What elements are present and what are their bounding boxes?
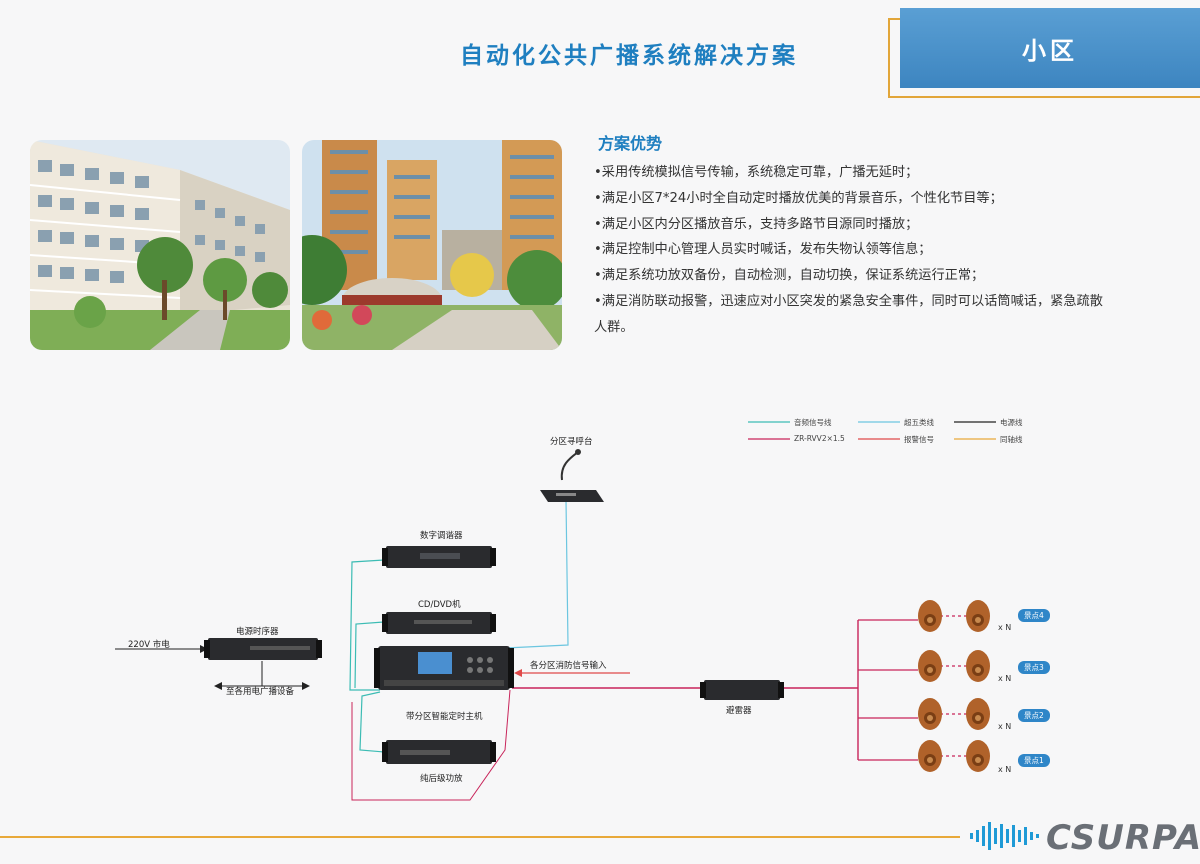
power-amplifier-device: [382, 740, 496, 764]
paging-label: 分区寻呼台: [550, 437, 593, 447]
photo-apartment-buildings: [30, 140, 290, 350]
amp-label: 纯后级功放: [420, 774, 463, 784]
photo-community-plaza: [302, 140, 562, 350]
zone-tag-2: 景点2: [1018, 709, 1050, 722]
lightning-label: 避雷器: [726, 706, 752, 716]
fire-arrow-icon: [514, 669, 522, 677]
amp-speaker-line: [351, 689, 511, 801]
advantage-item: •满足控制中心管理人员实时喊话，发布失物认领等信息；: [594, 242, 932, 258]
zone-tag-3: 景点3: [1018, 661, 1050, 674]
lightning-arrester-device: [700, 680, 784, 700]
amp-audio-line: [359, 691, 385, 753]
tuner-label: 数字调谐器: [420, 531, 463, 541]
fire-signal-label: 各分区消防信号输入: [530, 661, 607, 671]
advantage-item: •满足系统功放双备份，自动检测，自动切换，保证系统运行正常；: [594, 268, 985, 284]
zone-tag-4: 景点4: [1018, 609, 1050, 622]
legend-power-line: 电源线: [1000, 418, 1023, 427]
paging-cat5-line: [504, 499, 569, 649]
multiplier-zone-4: x N: [998, 623, 1012, 632]
legend-rvv-line: ZR-RVV2×1.5: [794, 434, 845, 443]
dvd-audio-line: [354, 621, 385, 689]
power-sequencer-device: [204, 638, 322, 660]
cd-dvd-player-device: [382, 612, 496, 634]
legend-swatches: [748, 421, 996, 440]
zone-tag-1: 景点1: [1018, 754, 1050, 767]
brand-logo: CSURPA: [1046, 818, 1200, 858]
advantages-title: 方案优势: [598, 134, 663, 153]
legend-alarm-line: 报警信号: [904, 435, 934, 444]
advantage-item: •满足消防联动报警，迅速应对小区突发的紧急安全事件，同时可以话筒喊话，紧急疏散人…: [594, 293, 1103, 335]
page-title: 自动化公共广播系统解决方案: [460, 43, 798, 69]
dvd-label: CD/DVD机: [418, 600, 461, 610]
advantages-list: •采用传统模拟信号传输，系统稳定可靠，广播无延时； •满足小区7*24小时全自动…: [594, 160, 1104, 341]
zone-timer-host-device: [374, 646, 514, 690]
multiplier-zone-2: x N: [998, 722, 1012, 731]
mains-label: 220V 市电: [128, 640, 170, 650]
legend-audio-line: 音频信号线: [794, 418, 832, 427]
sound-wave-icon: [970, 822, 1039, 850]
advantage-item: •满足小区7*24小时全自动定时播放优美的背景音乐，个性化节目等；: [594, 190, 1003, 206]
digital-tuner-device: [382, 546, 496, 568]
arrow-right-icon: [302, 682, 310, 690]
paging-console-device: [540, 449, 604, 502]
arrow-left-icon: [214, 682, 222, 690]
legend-cat5-line: 超五类线: [904, 418, 934, 427]
legend-coax-line: 同轴线: [1000, 435, 1023, 444]
sequencer-note: 至各用电广播设备: [226, 687, 295, 697]
multiplier-zone-1: x N: [998, 765, 1012, 774]
advantage-item: •满足小区内分区播放音乐，支持多路节目源同时播放；: [594, 216, 919, 232]
sequencer-label: 电源时序器: [236, 627, 279, 637]
tuner-audio-line: [349, 559, 385, 691]
advantage-item: •采用传统模拟信号传输，系统稳定可靠，广播无延时；: [594, 165, 919, 180]
tab-community[interactable]: 小区: [900, 8, 1200, 88]
footer-divider: [0, 836, 960, 838]
host-label: 带分区智能定时主机: [406, 712, 483, 722]
multiplier-zone-3: x N: [998, 674, 1012, 683]
